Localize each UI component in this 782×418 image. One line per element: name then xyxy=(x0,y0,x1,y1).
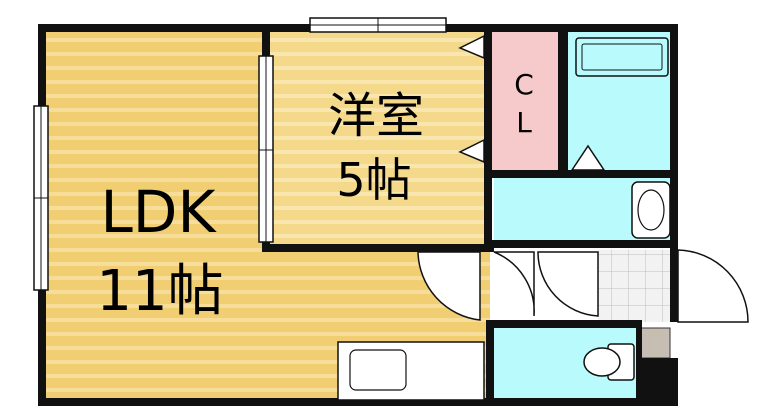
closet-label-c: C xyxy=(514,68,534,101)
bathtub xyxy=(575,37,669,77)
window-left xyxy=(33,105,49,291)
entrance-door xyxy=(677,249,749,323)
washroom-door-swing-2 xyxy=(493,251,535,317)
closet-floor xyxy=(490,30,558,170)
entrance-floor xyxy=(598,250,672,322)
western-room-label: 洋室 xyxy=(328,88,424,144)
western-room-floor xyxy=(270,30,484,245)
closet-door xyxy=(458,34,485,164)
ldk-size-label: 11帖 xyxy=(96,259,223,324)
room-labels: LDK 11帖 洋室 5帖 C L xyxy=(96,68,533,324)
closet-label-l: L xyxy=(516,106,532,139)
entrance-door-swing xyxy=(537,251,599,317)
ldk-room-label: LDK xyxy=(100,178,217,246)
window-top xyxy=(309,17,447,33)
toilet xyxy=(583,343,635,381)
bath-door xyxy=(570,144,606,171)
kitchen-sink xyxy=(337,341,485,401)
wash-basin xyxy=(631,181,671,239)
door-swings xyxy=(417,144,749,323)
windows xyxy=(33,17,447,291)
western-room-size-label: 5帖 xyxy=(336,153,411,207)
sliding-door xyxy=(258,55,274,243)
ldk-floor xyxy=(44,30,490,400)
washroom-door-swing xyxy=(417,251,481,321)
shoe-box xyxy=(639,327,671,359)
